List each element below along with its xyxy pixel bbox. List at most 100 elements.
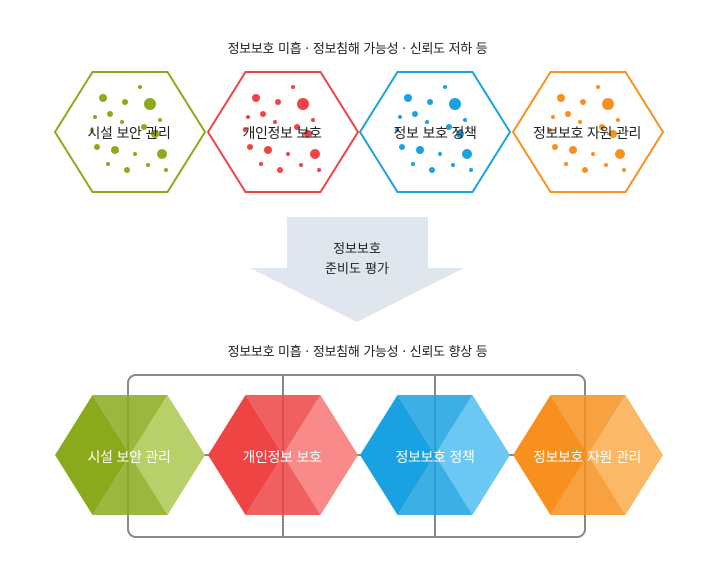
decor-dot bbox=[260, 111, 266, 117]
hex-facet bbox=[283, 455, 358, 515]
decor-dot bbox=[311, 118, 315, 122]
decor-dot bbox=[286, 152, 290, 156]
decor-dot bbox=[304, 130, 312, 138]
decor-dot bbox=[469, 168, 473, 172]
top-caption: 정보보호 미흡 · 정보침해 가능성 · 신뢰도 저하 등 bbox=[227, 42, 488, 57]
hex-facet bbox=[208, 395, 283, 455]
hex-facet bbox=[55, 395, 130, 455]
decor-dot bbox=[124, 167, 130, 173]
decor-dot bbox=[273, 120, 277, 124]
bottom-hex-label-facility: 시설 보안 관리 bbox=[87, 450, 171, 466]
decor-dot bbox=[299, 163, 303, 167]
decor-dot bbox=[158, 118, 162, 122]
decor-dot bbox=[141, 124, 147, 130]
hex-facet bbox=[435, 395, 510, 455]
decor-dot bbox=[94, 144, 100, 150]
decor-dot bbox=[552, 144, 558, 150]
bottom-hex-label-privacy: 개인정보 보호 bbox=[242, 450, 322, 466]
decor-dot bbox=[443, 85, 447, 89]
hex-facet bbox=[130, 395, 205, 455]
decor-dot bbox=[548, 128, 552, 132]
bottom-hex-label-policy: 정보보호 정책 bbox=[395, 450, 475, 466]
decor-dot bbox=[151, 130, 159, 138]
decor-dot bbox=[622, 168, 626, 172]
decor-dot bbox=[90, 128, 94, 132]
decor-dot bbox=[429, 167, 435, 173]
down-arrow bbox=[250, 217, 464, 322]
decor-dot bbox=[446, 124, 452, 130]
top-hexagon-group bbox=[53, 71, 665, 193]
arrow-label: 정보보호 준비도 평가 bbox=[307, 240, 407, 280]
decor-dot bbox=[425, 120, 429, 124]
hex-facet bbox=[360, 455, 435, 515]
decor-dot bbox=[243, 128, 247, 132]
hex-facet bbox=[55, 455, 130, 515]
decor-dot bbox=[404, 94, 412, 102]
decor-dot bbox=[246, 115, 250, 119]
decor-dot bbox=[578, 120, 582, 124]
bottom-hexagon-privacy bbox=[208, 395, 358, 515]
hex-facet bbox=[588, 395, 663, 455]
bottom-hexagon-group bbox=[55, 395, 663, 515]
hex-facet bbox=[397, 455, 473, 515]
bottom-hexagon-facility bbox=[55, 395, 205, 515]
decor-dot bbox=[133, 152, 137, 156]
hex-facet bbox=[245, 455, 321, 515]
top-hex-label-privacy: 개인정보 보호 bbox=[242, 126, 322, 142]
decor-dot bbox=[107, 111, 113, 117]
arrow-label-line2: 준비도 평가 bbox=[325, 262, 389, 277]
hex-facet bbox=[283, 395, 358, 455]
decor-dot bbox=[275, 99, 281, 105]
hex-facet bbox=[588, 455, 663, 515]
decor-dot bbox=[259, 162, 263, 166]
bottom-hexagon-policy bbox=[360, 395, 510, 515]
decor-dot bbox=[317, 168, 321, 172]
top-hexagon-privacy bbox=[206, 71, 360, 193]
decor-dot bbox=[106, 162, 110, 166]
hex-facet bbox=[130, 455, 205, 515]
hex-facet bbox=[360, 395, 435, 455]
decor-dot bbox=[456, 130, 464, 138]
decor-dot bbox=[412, 111, 418, 117]
hex-facet bbox=[208, 455, 283, 515]
decor-dot bbox=[557, 94, 565, 102]
top-hexagon-policy bbox=[358, 71, 512, 193]
decor-dot bbox=[99, 94, 107, 102]
decor-dot bbox=[596, 85, 600, 89]
decor-dot bbox=[144, 98, 156, 110]
hex-facet bbox=[435, 455, 510, 515]
decor-dot bbox=[463, 118, 467, 122]
decor-dot bbox=[604, 163, 608, 167]
decor-dot bbox=[395, 128, 399, 132]
hex-facet bbox=[513, 395, 588, 455]
decor-dot bbox=[591, 152, 595, 156]
decor-dot bbox=[157, 149, 167, 159]
decor-dot bbox=[551, 115, 555, 119]
decor-dot bbox=[93, 115, 97, 119]
decor-dot bbox=[615, 149, 625, 159]
decor-dot bbox=[602, 98, 614, 110]
decor-dot bbox=[411, 162, 415, 166]
top-hex-label-resource: 정보보호 자원 관리 bbox=[533, 126, 641, 142]
decor-dot bbox=[582, 167, 588, 173]
hex-facet bbox=[513, 455, 588, 515]
bottom-caption: 정보보호 미흡 · 정보침해 가능성 · 신뢰도 향상 등 bbox=[227, 345, 488, 360]
decor-dot bbox=[451, 163, 455, 167]
decor-dot bbox=[462, 149, 472, 159]
decor-dot bbox=[564, 162, 568, 166]
decor-dot bbox=[120, 120, 124, 124]
decor-dot bbox=[294, 124, 300, 130]
hex-facet bbox=[550, 395, 626, 455]
decor-dot bbox=[310, 149, 320, 159]
decor-dot bbox=[247, 144, 253, 150]
decor-dot bbox=[146, 163, 150, 167]
decor-dot bbox=[416, 146, 424, 154]
decor-dot bbox=[565, 111, 571, 117]
decor-dot bbox=[599, 124, 605, 130]
decor-dot bbox=[438, 152, 442, 156]
hex-facet bbox=[245, 395, 321, 455]
decor-dot bbox=[164, 168, 168, 172]
decor-dot bbox=[277, 167, 283, 173]
